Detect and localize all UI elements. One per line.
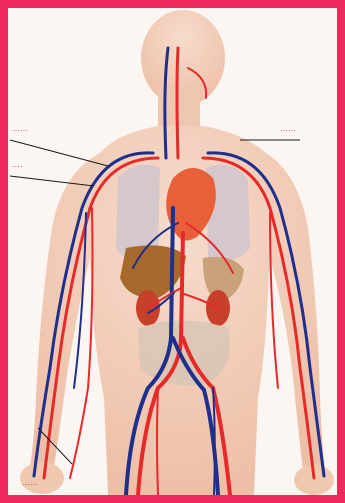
label-left-lower: ....	[12, 160, 23, 170]
label-bottom-left: ......	[22, 478, 38, 488]
intestines	[138, 321, 230, 386]
carotid-artery	[177, 48, 178, 158]
label-left-upper: ......	[12, 124, 28, 134]
circulatory-system-illustration	[8, 8, 337, 495]
label-right-upper: ......	[280, 124, 296, 134]
pointer-left-upper	[10, 140, 108, 166]
